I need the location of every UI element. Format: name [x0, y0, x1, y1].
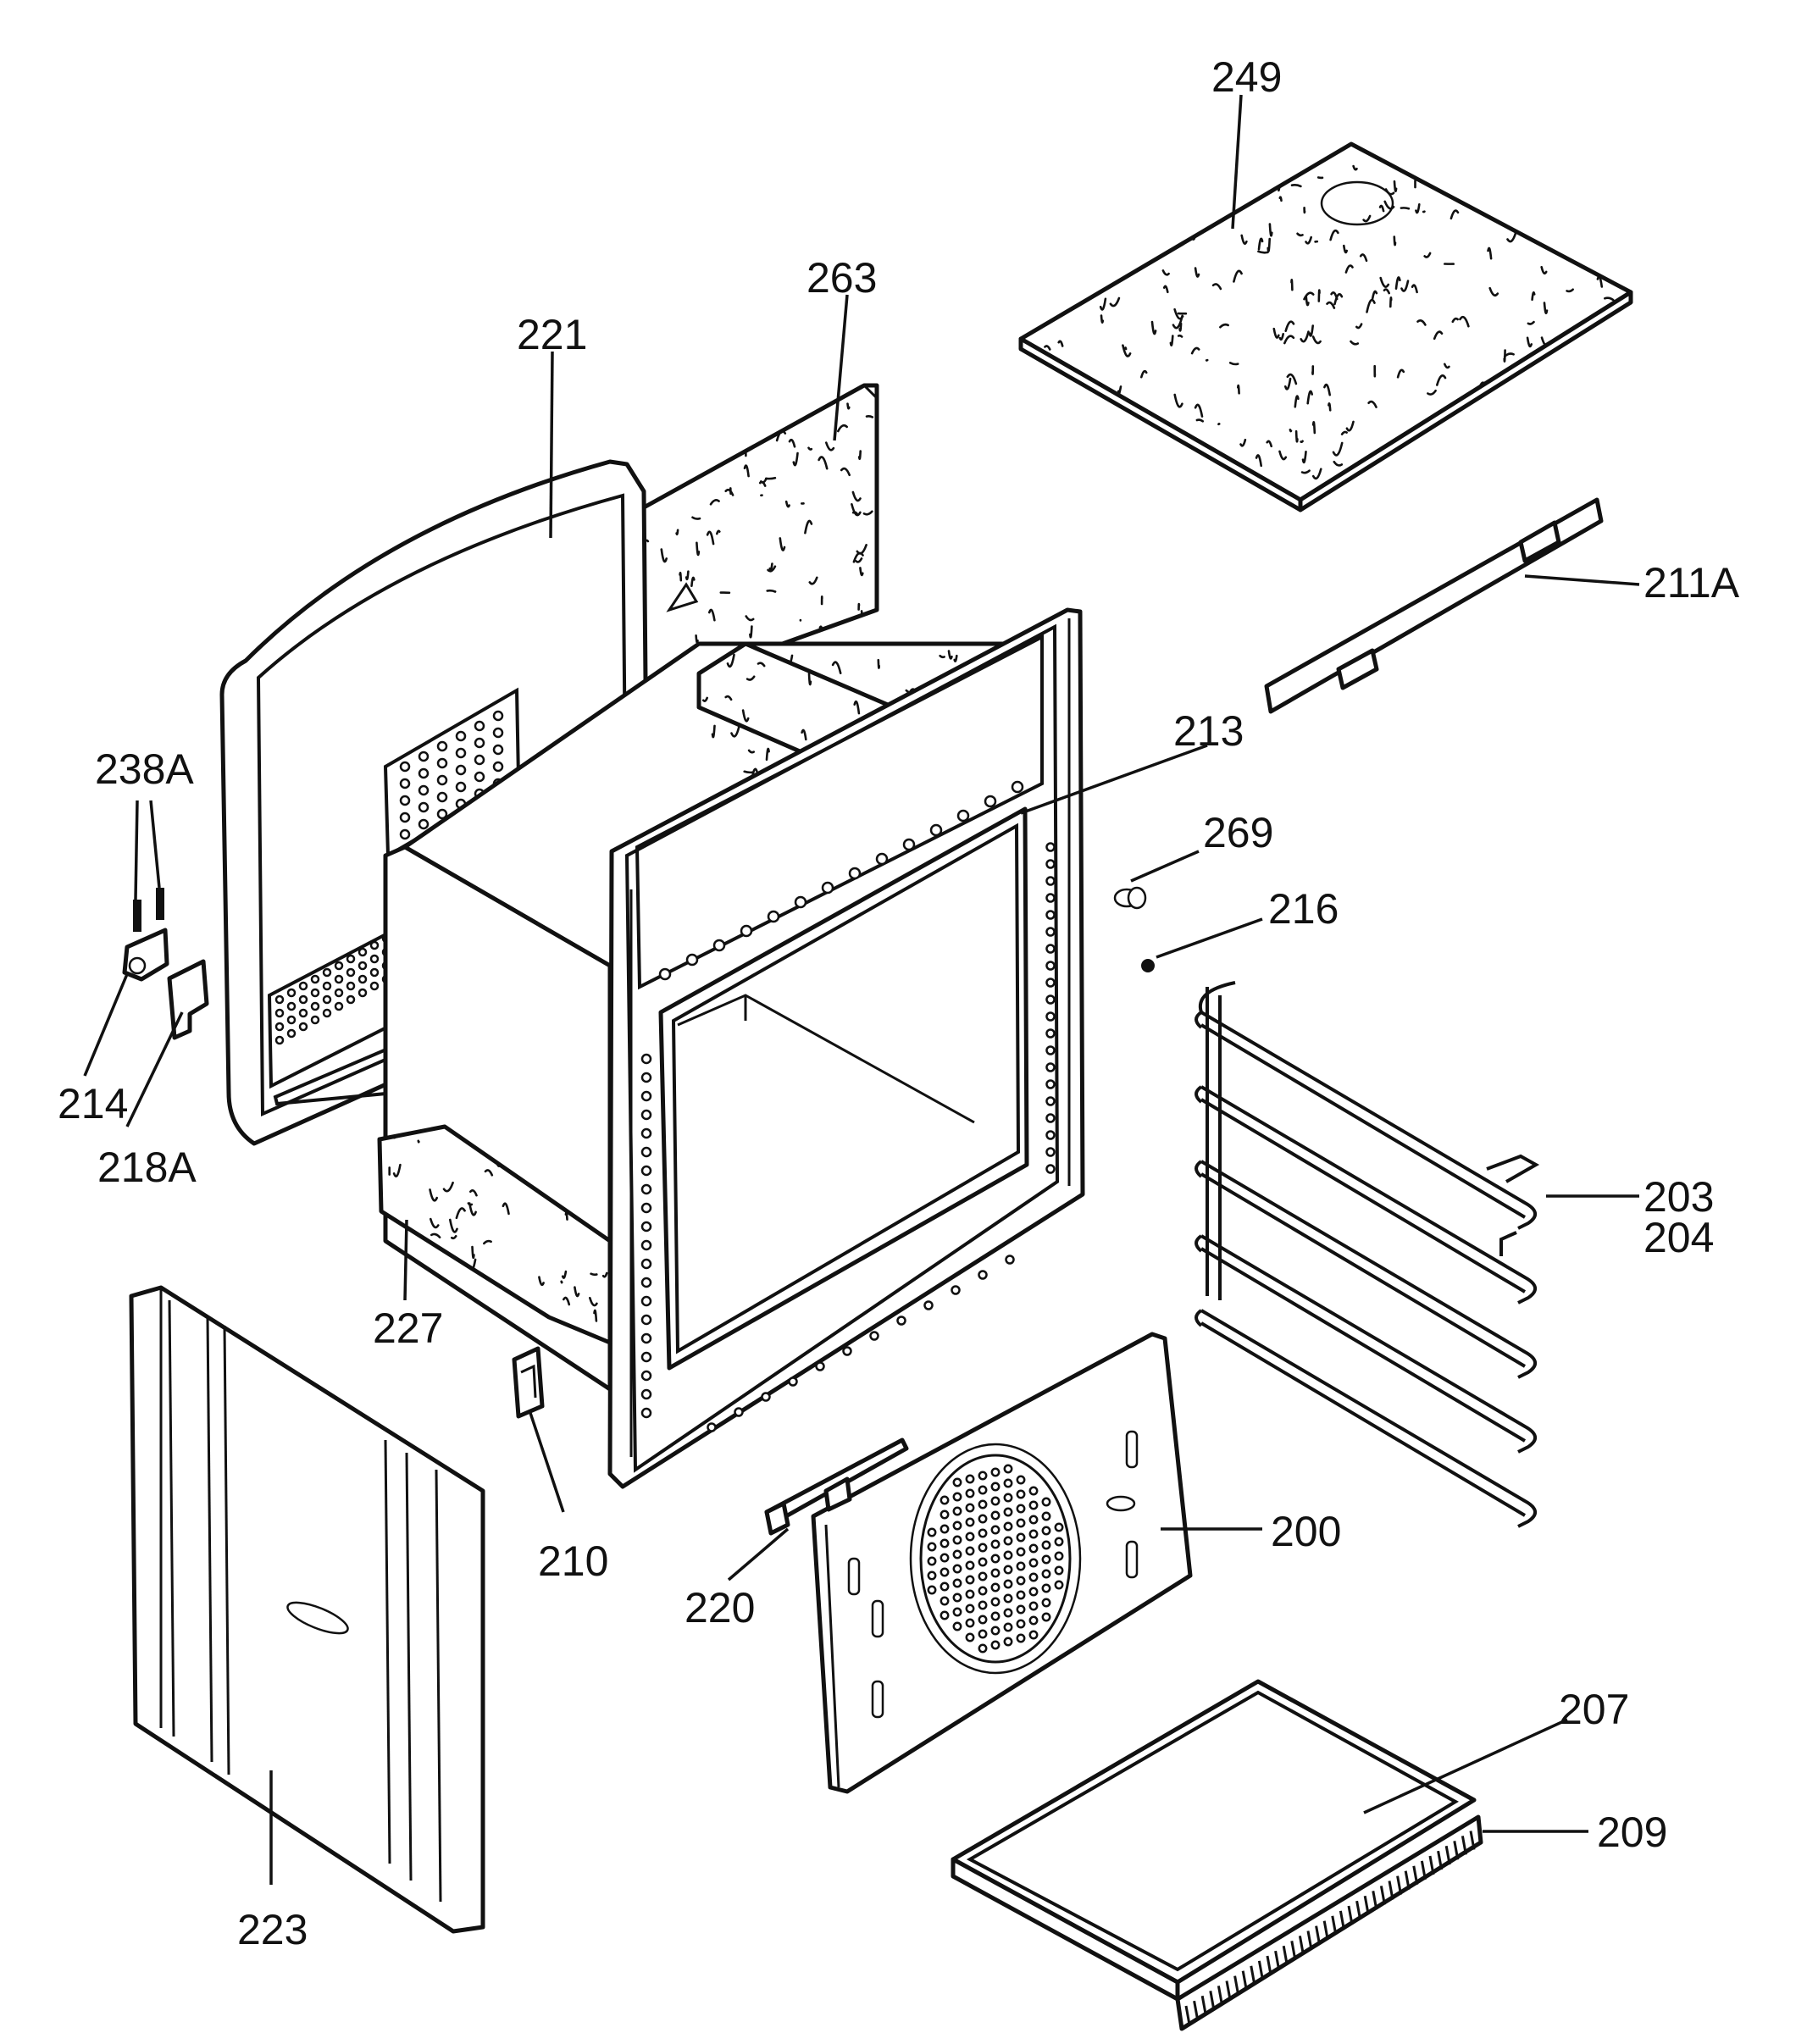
part-249-top-insulation [1018, 141, 1633, 512]
part-216-screw [1141, 959, 1155, 972]
callout-200: 200 [1271, 1508, 1341, 1555]
part-200-rear-panel [811, 1332, 1193, 1794]
part-211A-bracket [1264, 497, 1604, 714]
callout-211A: 211A [1643, 559, 1740, 607]
part-238A-screws [133, 888, 164, 932]
part-207-baking-tray [951, 1679, 1477, 2002]
callout-214: 214 [58, 1080, 128, 1127]
callout-223: 223 [237, 1906, 308, 1953]
callout-labels: 249 263 221 211A 213 238A 269 216 214 21… [58, 53, 1740, 1953]
callout-263: 263 [806, 254, 877, 302]
callout-216: 216 [1268, 885, 1339, 933]
part-214-hinge [122, 928, 169, 982]
callout-207: 207 [1559, 1686, 1629, 1733]
part-223-outer-side-panel [129, 1285, 485, 1934]
callout-203: 203 [1643, 1173, 1714, 1221]
fan-grille-holes [927, 1464, 1064, 1653]
part-209-tray-grid [1175, 1814, 1483, 2031]
part-220-bracket [764, 1437, 909, 1536]
callout-210: 210 [538, 1537, 608, 1585]
callout-213: 213 [1173, 707, 1244, 755]
part-227-bottom-insulation [377, 1124, 612, 1345]
callout-204: 204 [1643, 1214, 1714, 1261]
part-269-fastener [1113, 886, 1147, 910]
callout-220: 220 [685, 1584, 755, 1631]
part-213-front-frame [607, 607, 1085, 1489]
callout-209: 209 [1597, 1809, 1667, 1856]
callout-221: 221 [517, 311, 587, 358]
part-210-clip [512, 1346, 545, 1419]
front-frame-holes [640, 780, 1056, 1432]
callout-238A: 238A [95, 745, 194, 793]
callout-269: 269 [1203, 809, 1273, 856]
callout-218A: 218A [97, 1144, 197, 1191]
callout-227: 227 [373, 1305, 443, 1352]
leader-lines [83, 94, 1640, 1885]
callout-249: 249 [1211, 53, 1282, 101]
part-203-204-shelf-runners [1195, 981, 1540, 1528]
